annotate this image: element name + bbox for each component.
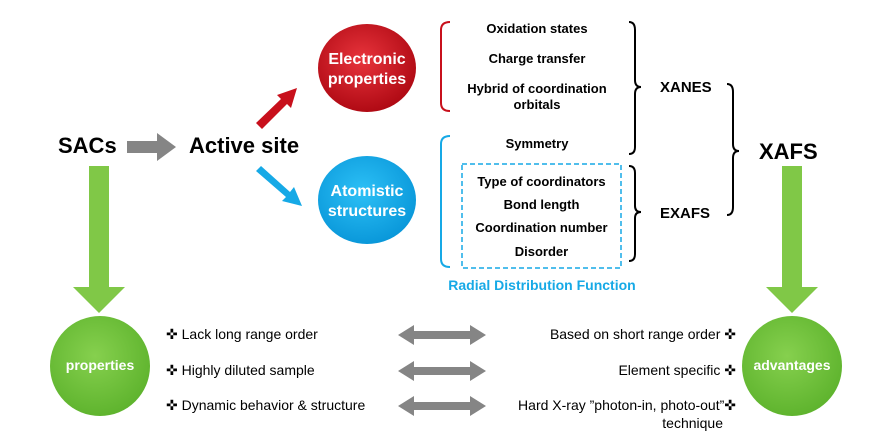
sacs-to-properties-arrow [73,166,125,313]
bond-length-item: Bond length [503,197,580,212]
comparison-arrow-3 [398,396,486,416]
advantage-item-continued: technique [662,415,723,431]
xanes-bracket [628,21,642,155]
oxidation-states-item: Oxidation states [486,21,588,36]
atomistic-structures-line2: structures [327,203,407,220]
sacs-label: SACs [58,133,117,158]
charge-transfer-item: Charge transfer [488,51,586,66]
exafs-label: EXAFS [660,205,711,222]
sacs-to-active-site-arrow [127,133,176,161]
disorder-item: Disorder [514,244,569,259]
active-site-label: Active site [189,133,300,158]
xafs-bracket [726,83,740,216]
electronic-properties-line1: Electronic [328,51,406,68]
symmetry-item: Symmetry [505,136,569,151]
type-of-coordinators-item: Type of coordinators [477,174,606,189]
atomistic-structures-circle [318,156,416,244]
electronic-properties-circle [318,24,416,112]
electronic-properties-line2: properties [327,71,407,88]
advantage-item: Element specific ✜ [618,362,736,378]
active-site-to-electronic-arrow [256,88,297,129]
comparison-arrow-1 [398,325,486,345]
rdf-label: Radial Distribution Function [448,277,636,293]
property-item: ✜ Lack long range order [166,326,318,342]
electronic-properties-label: Electronic properties [318,50,416,90]
property-item: ✜ Highly diluted sample [166,362,315,378]
properties-circle [50,316,150,416]
xanes-label: XANES [660,79,712,96]
hybrid-coordination-item: Hybrid of coordination [467,81,607,96]
active-site-to-atomistic-arrow [256,166,302,206]
comparison-arrow-2 [398,361,486,381]
advantages-label: advantages [753,357,831,373]
exafs-bracket [628,165,642,262]
advantages-circle [742,316,842,416]
property-item: ✜ Dynamic behavior & structure [166,397,366,413]
xafs-label: XAFS [759,139,818,164]
orbitals-item: orbitals [513,97,561,112]
coordination-number-item: Coordination number [475,220,608,235]
rdf-box [461,163,622,269]
atomistic-structures-line1: Atomistic [330,183,404,200]
structural-bracket [440,135,451,268]
advantage-item: Based on short range order ✜ [549,326,736,342]
atomistic-structures-label: Atomistic structures [318,182,416,222]
advantage-item: Hard X-ray ”photon-in, photo-out”✜ [518,397,736,413]
electronic-bracket [440,21,451,112]
properties-label: properties [65,357,135,373]
xafs-to-advantages-arrow [766,166,818,313]
